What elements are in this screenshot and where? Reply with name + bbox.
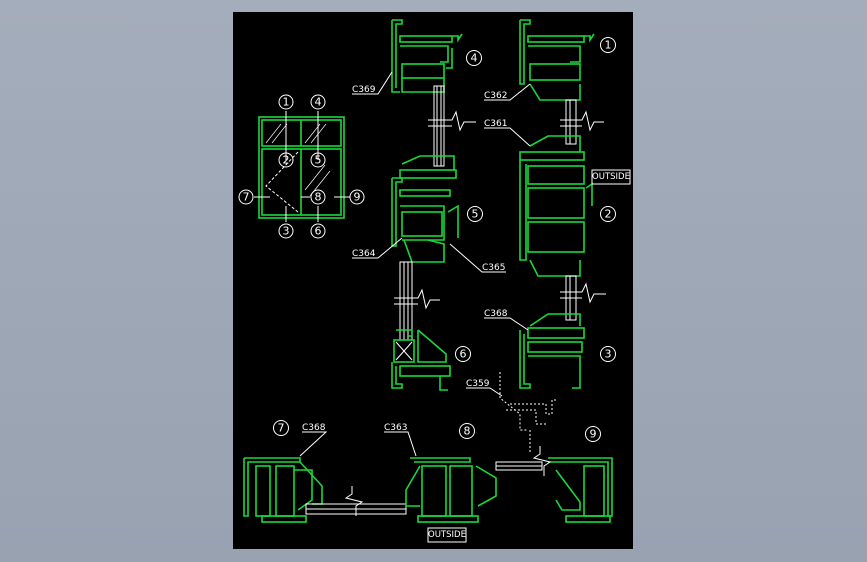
label-c364: C364 [352,249,376,259]
svg-text:9: 9 [354,191,361,204]
label-c359: C359 [466,379,490,389]
svg-text:6: 6 [315,225,322,238]
outside-label-bottom: OUTSIDE [427,527,467,543]
svg-text:7: 7 [278,422,285,435]
detail-marker-5: 5 [467,206,483,222]
svg-text:5: 5 [315,154,322,167]
elevation-marker-4: 4 [310,94,326,110]
svg-text:9: 9 [590,428,597,441]
detail-marker-9: 9 [585,426,601,442]
leader-lines [299,71,531,457]
detail-marker-7: 7 [273,420,289,436]
detail-marker-8: 8 [459,423,475,439]
svg-text:2: 2 [283,154,290,167]
label-c369: C369 [352,85,376,95]
label-c361: C361 [484,119,507,129]
detail-marker-2: 2 [600,206,616,222]
svg-text:OUTSIDE: OUTSIDE [592,172,630,182]
label-c363: C363 [384,423,407,433]
section-right-profiles [519,19,595,389]
svg-text:1: 1 [605,39,612,52]
section-left-profiles [391,19,463,391]
svg-text:6: 6 [460,348,467,361]
glass-break-symbols [394,110,606,310]
svg-text:OUTSIDE: OUTSIDE [428,530,466,540]
elevation-marker-8: 8 [310,189,326,205]
svg-text:2: 2 [605,208,612,221]
elevation-marker-3: 3 [278,223,294,239]
section-bottom-profiles [243,457,613,523]
label-c368-right: C368 [484,309,508,319]
svg-text:8: 8 [315,191,322,204]
svg-text:1: 1 [283,96,290,109]
svg-text:4: 4 [471,52,478,65]
outside-label-right: OUTSIDE [591,169,631,185]
elevation-marker-6: 6 [310,223,326,239]
detail-marker-3: 3 [600,346,616,362]
elevation-marker-5: 5 [310,152,326,168]
svg-text:3: 3 [605,348,612,361]
svg-text:3: 3 [283,225,290,238]
elevation-marker-9: 9 [349,189,365,205]
svg-text:7: 7 [243,191,250,204]
label-c365: C365 [482,263,505,273]
elevation-marker-1: 1 [278,94,294,110]
elevation-marker-7: 7 [238,189,254,205]
svg-text:5: 5 [472,208,479,221]
bottom-break-symbols [344,446,552,516]
svg-text:8: 8 [464,425,471,438]
svg-text:4: 4 [315,96,322,109]
detail-marker-4: 4 [466,50,482,66]
detail-marker-6: 6 [455,346,471,362]
detail-marker-1: 1 [600,37,616,53]
window-elevation [254,111,350,222]
label-c368-bottom: C368 [302,423,326,433]
elevation-marker-2: 2 [278,152,294,168]
c359-profile [499,372,556,452]
label-c362: C362 [484,91,507,101]
